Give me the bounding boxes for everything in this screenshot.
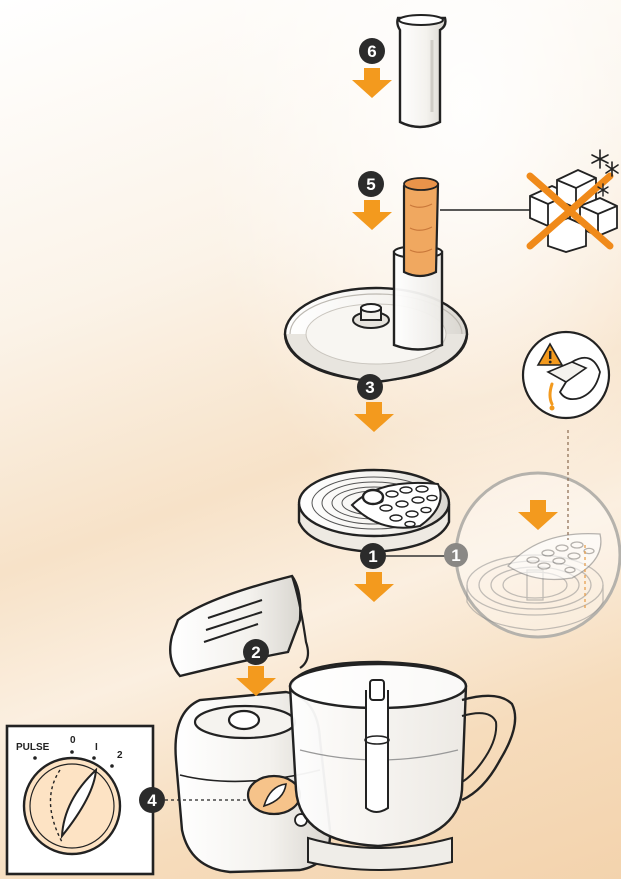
ice-cubes-crossed-icon [526,169,618,253]
motor-base [174,690,332,874]
arrow-down-icon [236,666,276,696]
speed-dial-inset: PULSE 0 I 2 [5,724,155,876]
step-1-badge: 1 [360,543,386,569]
step-2-number: 2 [251,643,260,662]
step-1-detail-number: 1 [451,546,460,565]
snowflake-icon [597,183,609,197]
arrow-down-icon [352,68,392,98]
grating-disc [297,468,451,554]
step-2-badge: 2 [243,639,269,665]
bowl-lid-part [169,574,310,678]
step-3-number: 3 [365,378,374,397]
step-4-number: 4 [147,791,157,810]
step-1-detail-badge: 1 [444,543,468,567]
step-5-number: 5 [366,175,375,194]
arrow-down-icon [354,572,394,602]
step-4-badge: 4 [139,787,165,813]
dial-label-2: 2 [117,750,123,761]
caution-blade-icon [521,330,611,420]
dial-label-1: I [95,742,98,753]
step-3-badge: 3 [357,374,383,400]
step-1-number: 1 [368,547,377,566]
food-pusher [396,16,447,129]
lid-with-chute [283,245,469,384]
food-item [402,177,440,278]
processing-bowl [288,660,517,871]
step-6-badge: 6 [359,38,385,64]
pusher-rim [398,14,444,26]
pusher-group [396,14,447,129]
arrow-down-icon [352,200,392,230]
step-5-badge: 5 [358,171,384,197]
arrow-down-icon [354,402,394,432]
disc-detail-magnifier [454,471,621,639]
dial-label-pulse: PULSE [16,742,50,753]
dial-label-0: 0 [70,735,76,746]
snowflake-icon [591,149,619,177]
arrow-down-icon [518,500,558,530]
step-6-number: 6 [367,42,376,61]
